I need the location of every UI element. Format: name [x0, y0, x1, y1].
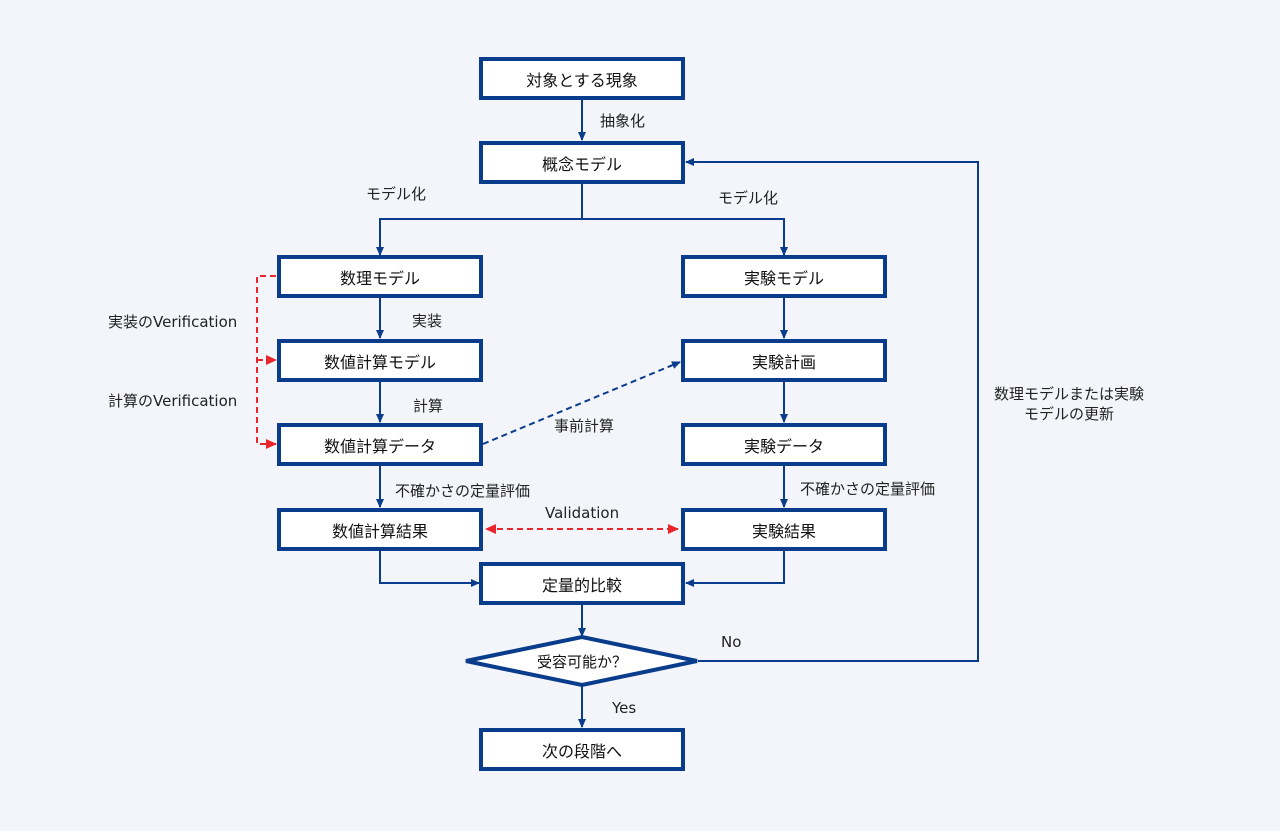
node-label: 数値計算モデル — [323, 352, 436, 372]
node-label: 次の段階へ — [541, 741, 622, 761]
label-abstraction: 抽象化 — [600, 112, 646, 130]
node-label: 実験結果 — [751, 521, 816, 541]
label-uq-right: 不確かさの定量評価 — [800, 480, 936, 498]
node-label: 数値計算結果 — [331, 521, 428, 541]
node-label: 対象とする現象 — [526, 70, 638, 90]
node-numerical-model: 数値計算モデル — [277, 339, 483, 382]
label-impl-verification: 実装のVerification — [108, 313, 238, 331]
label-validation: Validation — [545, 504, 620, 522]
node-label: 実験モデル — [743, 268, 824, 288]
node-conceptual-model: 概念モデル — [479, 141, 685, 184]
node-phenomenon: 対象とする現象 — [479, 57, 685, 100]
arrow-no-feedback — [685, 158, 979, 662]
label-model-update: 数理モデルまたは実験モデルの更新 — [994, 385, 1145, 423]
node-label: 数値計算データ — [323, 436, 436, 456]
node-next-stage: 次の段階へ — [479, 728, 685, 771]
label-uq-left: 不確かさの定量評価 — [395, 482, 531, 500]
node-label: 実験計画 — [751, 352, 816, 372]
label-modeling-right: モデル化 — [718, 189, 779, 207]
node-exp-result: 実験結果 — [681, 508, 887, 551]
node-exp-model: 実験モデル — [681, 255, 887, 298]
node-label: 概念モデル — [541, 154, 622, 174]
decision-diamond — [465, 634, 698, 688]
arrow-concept-to-branches — [376, 183, 583, 256]
label-modeling-left: モデル化 — [366, 185, 427, 203]
node-decision: 受容可能か？ — [466, 648, 698, 674]
node-label: 定量的比較 — [541, 575, 622, 595]
label-no: No — [721, 633, 742, 651]
label-computation: 計算 — [413, 397, 444, 415]
arrow-concept-to-exp-model — [582, 218, 788, 256]
label-calc-verification: 計算のVerification — [108, 392, 238, 410]
arrow-exp-result-to-compare — [685, 550, 785, 587]
node-quant-compare: 定量的比較 — [479, 562, 685, 605]
label-pre-calc: 事前計算 — [554, 417, 615, 435]
node-numerical-data: 数値計算データ — [277, 423, 483, 466]
node-exp-data: 実験データ — [681, 423, 887, 466]
node-label: 受容可能か？ — [536, 652, 627, 671]
arrow-pre-calc — [482, 361, 681, 445]
arrow-numerical-result-to-compare — [379, 550, 480, 587]
node-numerical-result: 数値計算結果 — [277, 508, 483, 551]
node-label: 実験データ — [743, 436, 824, 456]
node-exp-plan: 実験計画 — [681, 339, 887, 382]
node-math-model: 数理モデル — [277, 255, 483, 298]
label-implementation: 実装 — [412, 312, 443, 330]
label-yes: Yes — [612, 699, 637, 717]
node-label: 数理モデル — [339, 268, 420, 288]
